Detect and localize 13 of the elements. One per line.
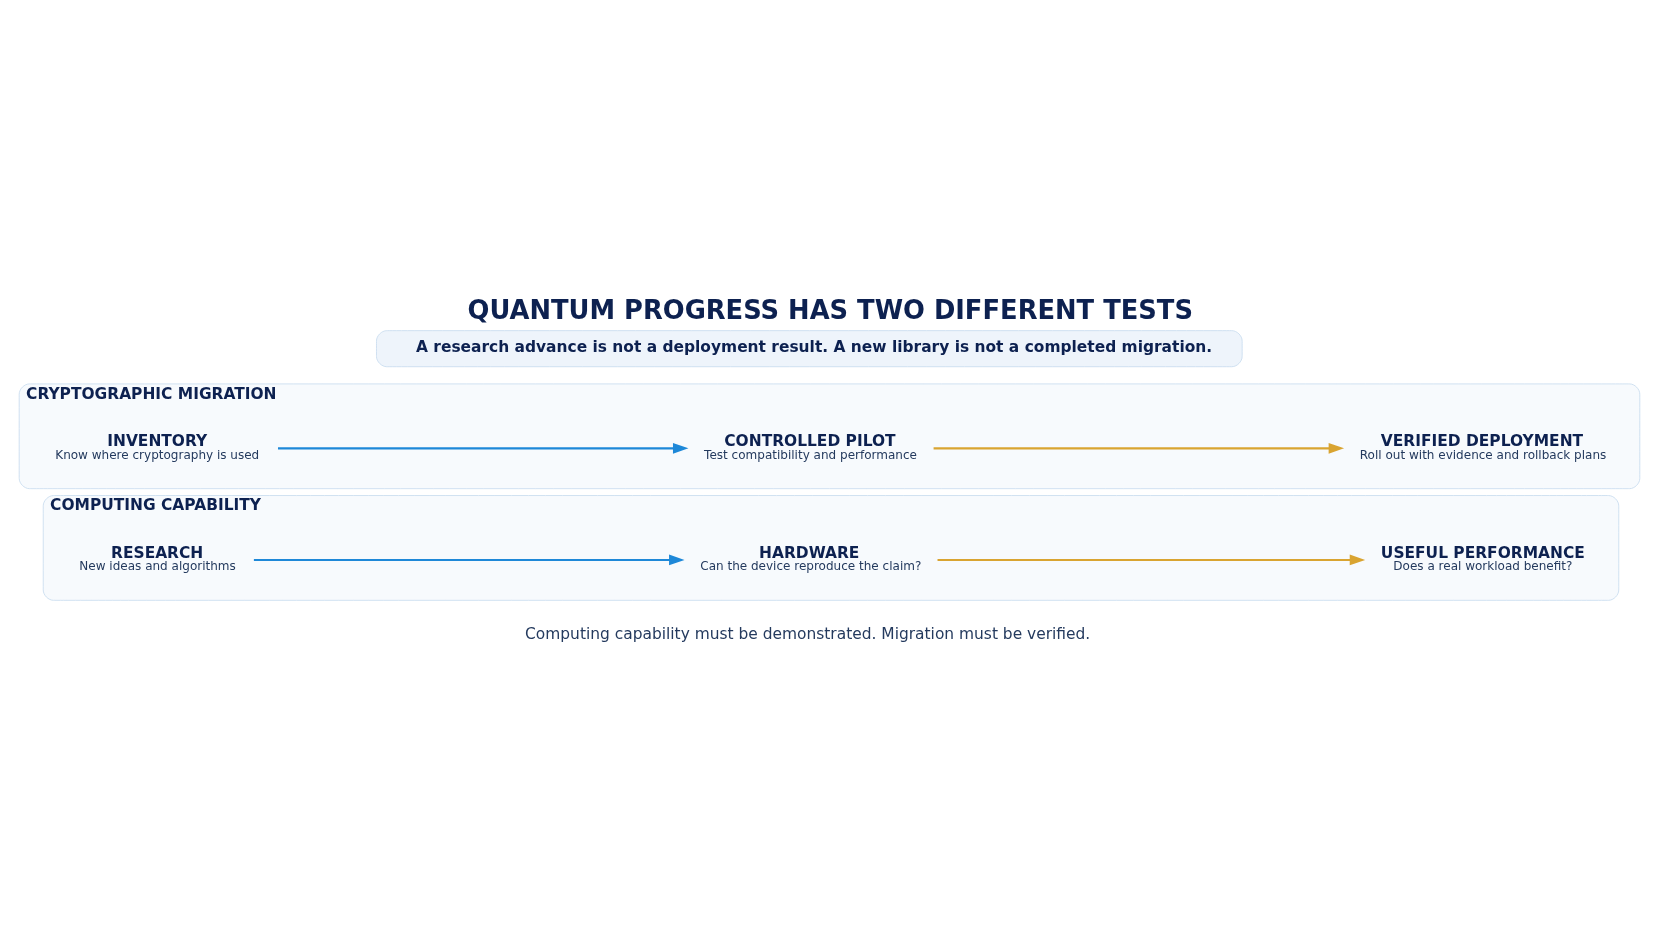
node-text: HARDWARE Can the device reproduce the claim? bbox=[700, 543, 922, 573]
node-text: USEFUL PERFORMANCE Does a real workload benefit? bbox=[1380, 543, 1585, 573]
arrow bbox=[278, 442, 689, 454]
node-text: VERIFIED DEPLOYMENT Roll out with evidence and rollback plans bbox=[1359, 431, 1607, 462]
diagram-title: QUANTUM PROGRESS HAS TWO DIFFERENT TESTS bbox=[467, 294, 1193, 325]
arrow bbox=[933, 442, 1345, 454]
node-text: INVENTORY Know where cryptography is used bbox=[55, 431, 260, 462]
arrow bbox=[253, 554, 685, 565]
node-text: RESEARCH New ideas and algorithms bbox=[79, 543, 236, 573]
node-box: A research advance is not a deployment result. A new library is not a completed migration. bbox=[376, 329, 1243, 367]
arrow bbox=[937, 554, 1366, 565]
node-text: CONTROLLED PILOT Test compatibility and performance bbox=[704, 431, 917, 462]
label: Computing capability must be demonstrated. Migration must be verified. bbox=[525, 624, 1091, 643]
